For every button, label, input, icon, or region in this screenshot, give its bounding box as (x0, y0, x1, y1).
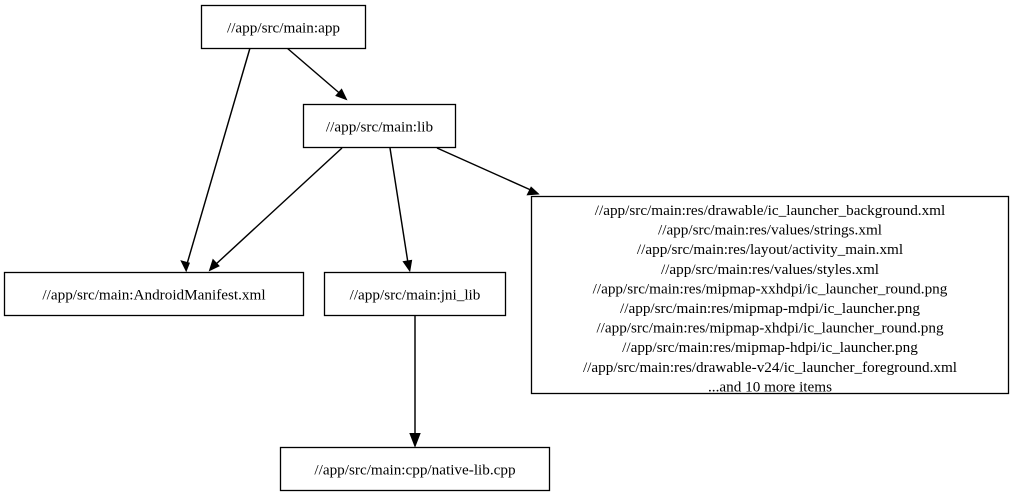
node-native-lib[interactable]: //app/src/main:cpp/native-lib.cpp (279, 446, 551, 492)
node-resources-line-3: //app/src/main:res/values/styles.xml (661, 261, 879, 278)
edge-line (286, 47, 345, 98)
node-lib-label: //app/src/main:lib (326, 119, 434, 136)
edge-app-to-manifest (180, 47, 251, 273)
arrowhead-icon (526, 186, 540, 196)
edge-lib-to-manifest (208, 147, 343, 272)
node-layer: //app/src/main:app //app/src/main:lib //… (3, 4, 1010, 492)
node-resources-line-5: //app/src/main:res/mipmap-mdpi/ic_launch… (620, 300, 920, 317)
node-jni-lib-box[interactable] (323, 271, 507, 317)
node-native-lib-label: //app/src/main:cpp/native-lib.cpp (314, 462, 515, 479)
node-resources-line-2: //app/src/main:res/layout/activity_main.… (637, 241, 903, 258)
node-manifest[interactable]: //app/src/main:AndroidManifest.xml (3, 271, 305, 317)
arrowhead-icon (180, 260, 190, 273)
edge-line (214, 147, 343, 266)
edge-line (436, 147, 534, 192)
edge-lib-to-jni-lib (389, 147, 413, 273)
node-resources-line-6: //app/src/main:res/mipmap-xhdpi/ic_launc… (596, 320, 944, 337)
node-manifest-box[interactable] (3, 271, 305, 317)
node-resources-line-9: ...and 10 more items (708, 378, 832, 395)
edge-line (389, 147, 409, 264)
edge-line (186, 47, 251, 265)
node-app-label: //app/src/main:app (227, 20, 340, 37)
node-resources-line-7: //app/src/main:res/mipmap-hdpi/ic_launch… (622, 339, 918, 356)
edge-layer (180, 47, 540, 448)
arrowhead-icon (208, 258, 220, 272)
node-resources-line-0: //app/src/main:res/drawable/ic_launcher_… (595, 202, 945, 219)
node-resources-line-8: //app/src/main:res/drawable-v24/ic_launc… (583, 359, 957, 376)
node-resources[interactable]: //app/src/main:res/drawable/ic_launcher_… (530, 195, 1010, 396)
node-manifest-label: //app/src/main:AndroidManifest.xml (42, 287, 265, 304)
edge-app-to-lib (286, 47, 348, 101)
node-resources-line-4: //app/src/main:res/mipmap-xxhdpi/ic_laun… (593, 280, 948, 297)
edge-lib-to-resources (436, 147, 540, 196)
edge-jni-lib-to-native-lib (409, 315, 421, 448)
arrowhead-icon (409, 433, 421, 448)
arrowhead-icon (335, 88, 348, 101)
node-jni-lib-label: //app/src/main:jni_lib (350, 287, 481, 304)
node-lib-box[interactable] (302, 103, 457, 149)
node-jni-lib[interactable]: //app/src/main:jni_lib (323, 271, 507, 317)
node-native-lib-box[interactable] (279, 446, 551, 492)
node-app[interactable]: //app/src/main:app (200, 4, 367, 50)
node-resources-line-1: //app/src/main:res/values/strings.xml (658, 222, 882, 239)
node-app-box[interactable] (200, 4, 367, 50)
arrowhead-icon (402, 259, 413, 273)
node-lib[interactable]: //app/src/main:lib (302, 103, 457, 149)
node-resources-box[interactable] (530, 195, 1010, 395)
